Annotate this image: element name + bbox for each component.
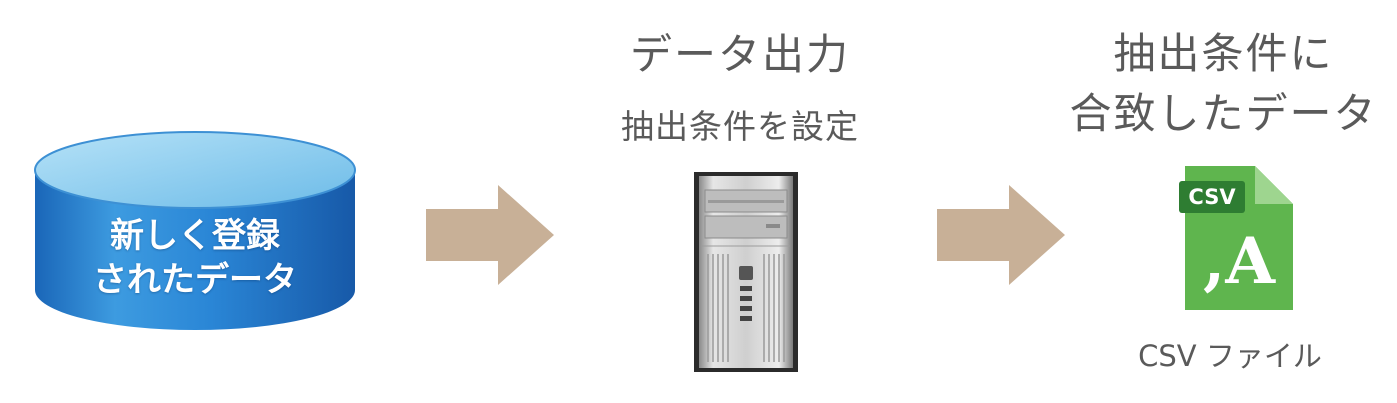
csv-badge: CSV [1179,181,1245,213]
csv-file-glyph: ,A [1203,224,1275,299]
result-title-line1: 抽出条件に [1113,29,1334,78]
right-arrow-icon [426,185,554,285]
csv-file-icon: CSV ,A [1165,164,1295,314]
database-label-line1: 新しく登録 [110,216,280,256]
export-subtitle: 抽出条件を設定 [621,107,859,146]
tower-server-icon [694,172,798,372]
export-title: データ出力 [629,30,850,79]
result-title-line2: 合致したデータ [1069,89,1378,138]
right-arrow-icon [937,185,1065,285]
database-cylinder-icon [34,131,356,330]
csv-file-caption: CSV ファイル [1138,339,1322,373]
database-label-line2: されたデータ [93,260,297,300]
